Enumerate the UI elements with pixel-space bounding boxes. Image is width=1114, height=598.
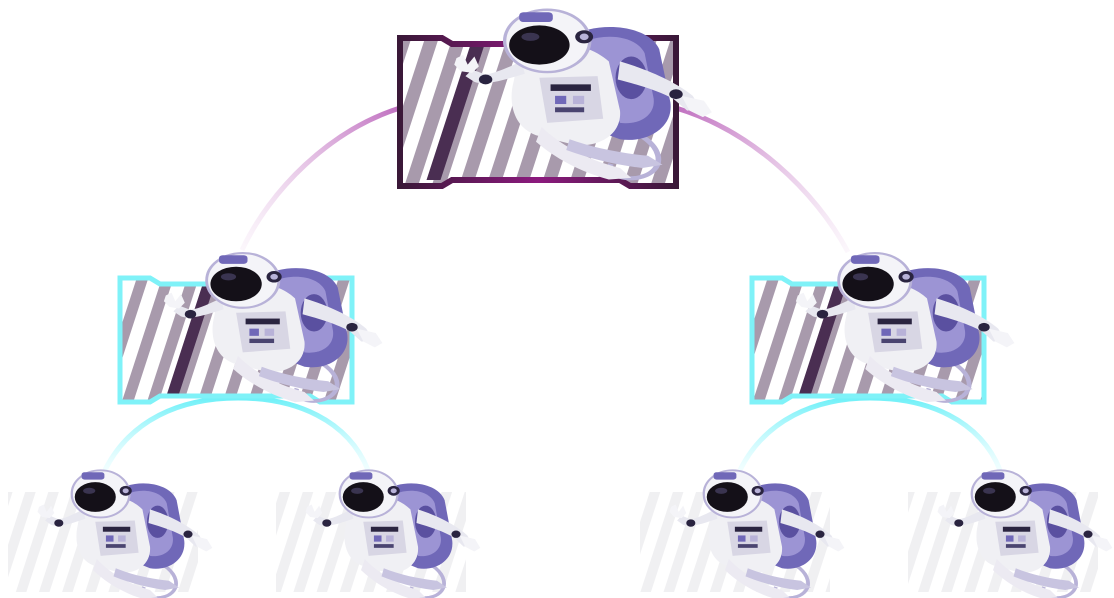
child-card-right[interactable] (749, 253, 1014, 405)
child-card-right-frame (749, 275, 987, 405)
child-card-left-frame (117, 275, 355, 405)
connector-middle-right (737, 395, 1003, 472)
leaf-card-3[interactable] (640, 468, 847, 598)
leaf-card-2[interactable] (276, 468, 483, 598)
root-card[interactable] (397, 10, 712, 189)
child-card-left[interactable] (117, 253, 382, 405)
leaf-card-1[interactable] (8, 468, 215, 598)
connector-middle-left (102, 395, 371, 472)
connector-root-left (239, 105, 401, 252)
connector-root-right (675, 105, 851, 254)
leaf-card-4[interactable] (908, 468, 1114, 598)
root-card-frame (397, 35, 679, 189)
